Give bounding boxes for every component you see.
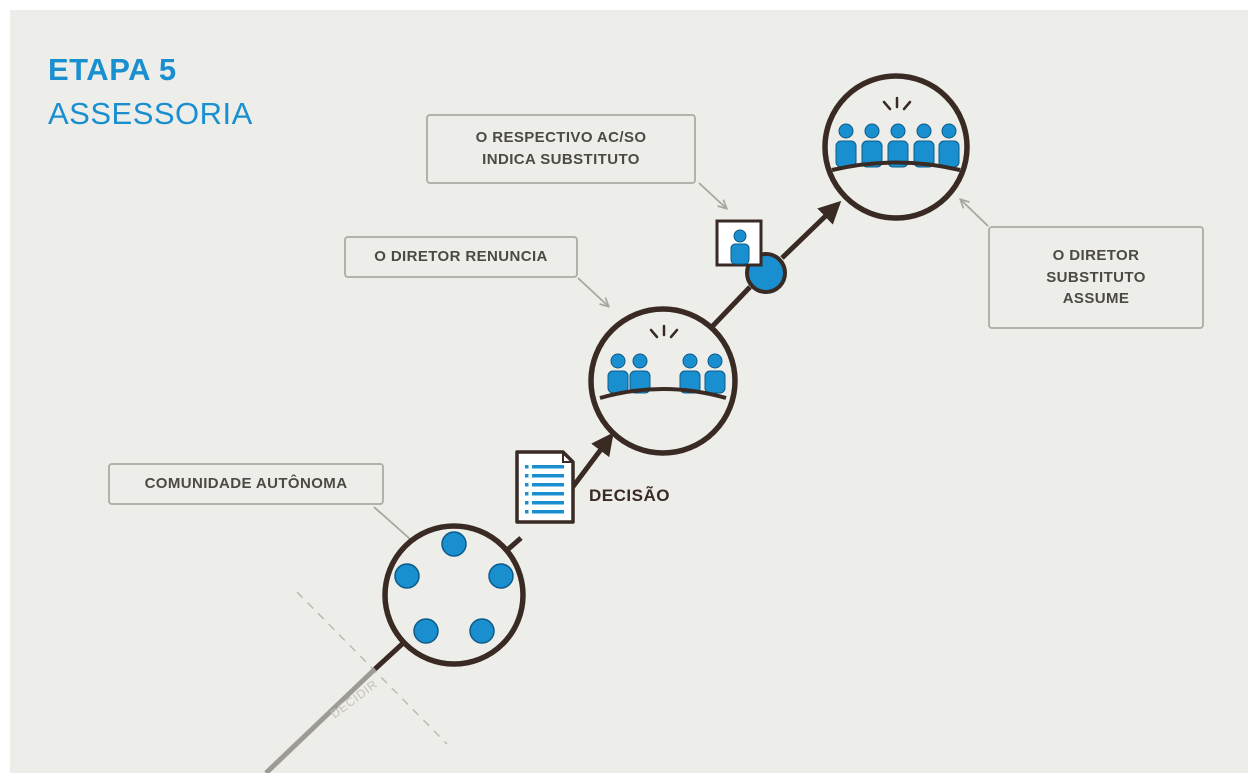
- callout-substitute-assumes: O DIRETOR SUBSTITUTO ASSUME: [988, 226, 1204, 329]
- diagram-stage: ETAPA 5 ASSESSORIA COMUNIDADE AUTÔNOMA O…: [10, 10, 1248, 773]
- board-full-icon: [822, 73, 970, 221]
- section-title: ASSESSORIA: [48, 96, 253, 131]
- pointer-substitute: [961, 200, 989, 227]
- board-resign-icon: [588, 306, 738, 456]
- flow-line-board-to-node: [705, 285, 752, 334]
- flow-arrow-to-board: [570, 432, 614, 490]
- decide-path-line: [264, 667, 377, 773]
- callout-autonomous-community: COMUNIDADE AUTÔNOMA: [108, 463, 384, 505]
- decision-label: DECISÃO: [589, 486, 670, 505]
- flow-arrow-to-new-board: [780, 200, 842, 260]
- pointer-director-resigns: [577, 277, 608, 306]
- community-circle-icon: [382, 523, 526, 667]
- process-diagram: [264, 73, 989, 773]
- callout-ac-so-nominates: O RESPECTIVO AC/SO INDICA SUBSTITUTO: [426, 114, 696, 184]
- pointer-nominates: [698, 182, 726, 208]
- callout-director-resigns: O DIRETOR RENUNCIA: [344, 236, 578, 278]
- document-icon: [515, 450, 575, 524]
- step-title: ETAPA 5: [48, 52, 177, 87]
- person-frame-icon: [715, 219, 787, 294]
- decide-boundary-line: [296, 591, 448, 745]
